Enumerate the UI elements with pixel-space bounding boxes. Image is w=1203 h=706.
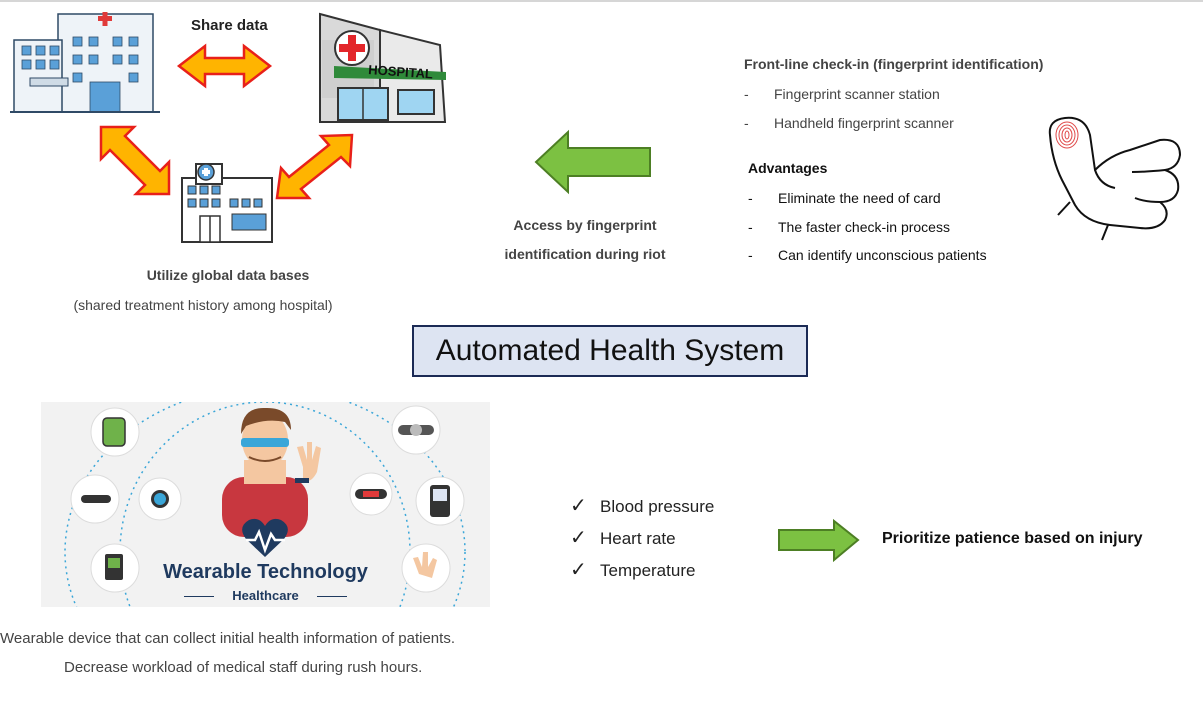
subtitle-rule-left <box>184 596 214 597</box>
wearable-description-1: Wearable device that can collect initial… <box>0 630 455 647</box>
heart-icon <box>242 518 288 557</box>
vital-item: ✓Temperature <box>570 554 714 586</box>
subtitle-rule-right <box>317 596 347 597</box>
arrow-left-green-icon <box>534 129 651 195</box>
arrow-right-green-icon <box>778 518 860 563</box>
fingerprint-access-line1: Access by fingerprint <box>513 217 657 233</box>
hospital-building-right-icon: HOSPITAL <box>319 12 447 123</box>
hospital-building-left-icon <box>10 12 160 113</box>
checkin-heading: Front-line check-in (fingerprint identif… <box>744 56 1044 72</box>
thumbs-up-fingerprint-icon <box>1048 116 1181 241</box>
advantage-item: -Can identify unconscious patients <box>748 247 987 263</box>
checkmark-icon: ✓ <box>570 495 587 517</box>
priority-label: Prioritize patience based on injury <box>882 530 1143 547</box>
double-arrow-left-diagonal-icon <box>99 125 171 196</box>
advantages-heading: Advantages <box>748 160 828 176</box>
vital-item: ✓Blood pressure <box>570 490 714 522</box>
checkin-item: -Handheld fingerprint scanner <box>744 115 954 131</box>
wearable-subtitle: Healthcare <box>232 588 299 603</box>
share-data-label: Share data <box>191 17 268 34</box>
fingerprint-access-line2: identification during riot <box>504 246 666 262</box>
wearable-description-2: Decrease workload of medical staff durin… <box>64 659 423 676</box>
advantage-item: -The faster check-in process <box>748 219 950 235</box>
vital-item: ✓Heart rate <box>570 522 714 554</box>
main-title: Automated Health System <box>412 325 808 377</box>
checkmark-icon: ✓ <box>570 527 587 549</box>
wearable-technology-panel: Wearable Technology Healthcare <box>41 402 490 607</box>
global-db-subtitle: (shared treatment history among hospital… <box>73 297 333 313</box>
wearable-title: Wearable Technology <box>163 561 368 583</box>
advantage-item: -Eliminate the need of card <box>748 190 941 206</box>
wearable-illustration <box>64 402 466 607</box>
hospital-sign-text: HOSPITAL <box>368 62 434 81</box>
global-db-title: Utilize global data bases <box>146 267 310 283</box>
checkmark-icon: ✓ <box>570 559 587 581</box>
hospital-building-bottom-icon <box>181 163 273 243</box>
checkin-item: -Fingerprint scanner station <box>744 86 940 102</box>
hospital-network-diagram: HOSPITAL <box>10 12 447 243</box>
person-illustration <box>222 407 321 537</box>
top-border <box>0 0 1203 2</box>
double-arrow-right-diagonal-icon <box>275 133 354 200</box>
vitals-checklist: ✓Blood pressure ✓Heart rate ✓Temperature <box>570 490 714 586</box>
double-arrow-horizontal-icon <box>176 43 273 89</box>
